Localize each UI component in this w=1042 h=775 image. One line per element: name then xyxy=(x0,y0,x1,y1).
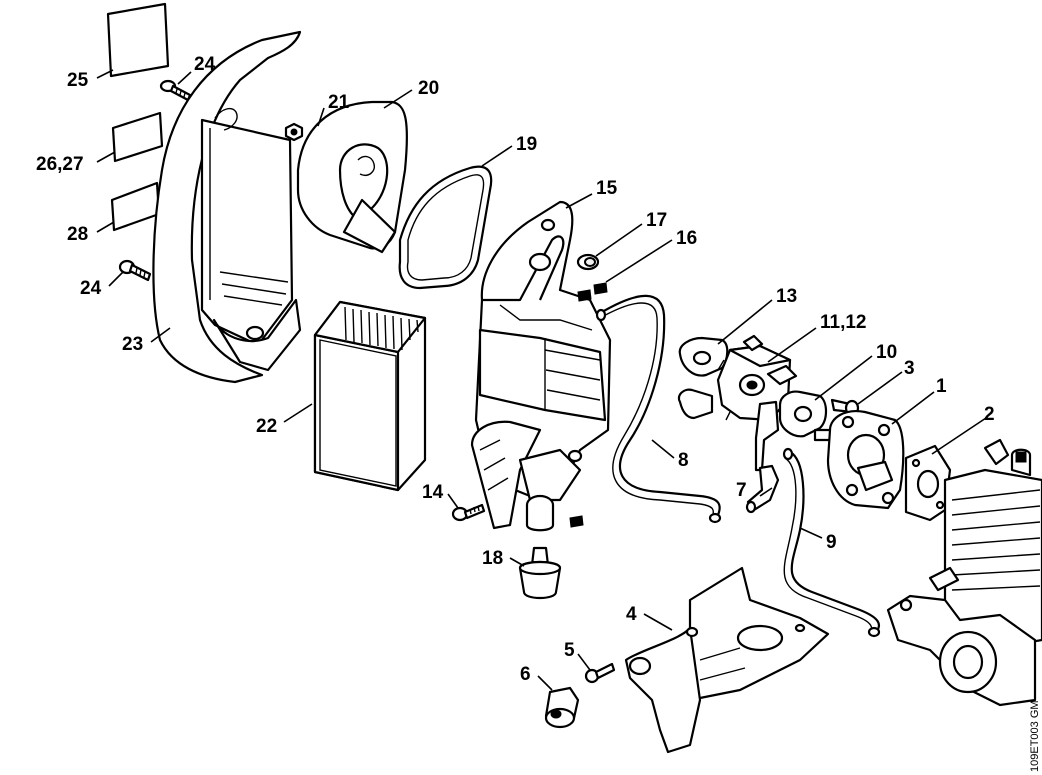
callout-1: 1 xyxy=(936,376,947,397)
part-14-screw xyxy=(451,503,486,522)
part-13-gasket xyxy=(678,336,729,377)
part-2-gasket xyxy=(904,444,952,522)
engine-cylinder-partial xyxy=(886,438,1042,707)
callout-3: 3 xyxy=(904,358,915,379)
part-4-base-plate xyxy=(624,566,830,754)
part-8-fuel-hose xyxy=(595,294,722,524)
part-7-short-hose xyxy=(745,464,780,514)
part-16-set-screws xyxy=(569,282,608,528)
part-24-screw-bottom xyxy=(118,259,152,282)
part-22-air-filter xyxy=(313,300,427,492)
leader-lines xyxy=(96,69,987,691)
part-6-primer-bulb xyxy=(544,686,580,729)
callout-5: 5 xyxy=(564,640,575,661)
callout-25: 25 xyxy=(67,70,89,91)
callout-21: 21 xyxy=(328,92,350,113)
part-10-gasket xyxy=(778,390,828,438)
callout-28: 28 xyxy=(67,224,88,245)
callout-18: 18 xyxy=(482,548,503,569)
part-17-plug xyxy=(576,253,600,271)
part-9-impulse-hose xyxy=(782,447,881,638)
callout-14: 14 xyxy=(422,482,444,503)
part-20-filter-lid xyxy=(296,100,408,254)
part-26-27-label-sticker xyxy=(111,111,164,163)
part-15-carburetor-box xyxy=(470,200,612,532)
callout-2: 2 xyxy=(984,404,995,425)
part-18-grommet xyxy=(518,546,562,600)
part-19-gasket xyxy=(398,165,493,290)
part-28-label-sticker xyxy=(110,181,161,232)
part-5-screw xyxy=(584,662,616,684)
callout-8: 8 xyxy=(678,450,689,471)
callout-9: 9 xyxy=(826,532,837,553)
part-24-screw-top xyxy=(159,79,192,102)
callout-15: 15 xyxy=(596,178,618,199)
callout-11-12: 11,12 xyxy=(820,312,867,333)
callout-26-27: 26,27 xyxy=(36,154,84,175)
part-25-label-sticker xyxy=(106,2,170,78)
part-23-filter-cover xyxy=(152,30,302,384)
callout-13: 13 xyxy=(776,286,797,307)
part-11-12-carburetor xyxy=(677,334,798,472)
callout-6: 6 xyxy=(520,664,531,685)
callout-17: 17 xyxy=(646,210,667,231)
callout-numbers: 25 24 26,27 28 24 23 21 20 19 15 17 16 1… xyxy=(36,54,995,685)
callout-7: 7 xyxy=(736,480,747,501)
callout-20: 20 xyxy=(418,78,439,99)
callout-24-top: 24 xyxy=(194,54,216,75)
drawing-code: 109ET003 GM xyxy=(1029,700,1041,772)
callout-10: 10 xyxy=(876,342,897,363)
callout-23: 23 xyxy=(122,334,143,355)
callout-19: 19 xyxy=(516,134,537,155)
callout-16: 16 xyxy=(676,228,697,249)
part-1-intake-manifold xyxy=(813,410,905,510)
callout-24-bottom: 24 xyxy=(80,278,102,299)
callout-22: 22 xyxy=(256,416,277,437)
callout-4: 4 xyxy=(626,604,637,625)
